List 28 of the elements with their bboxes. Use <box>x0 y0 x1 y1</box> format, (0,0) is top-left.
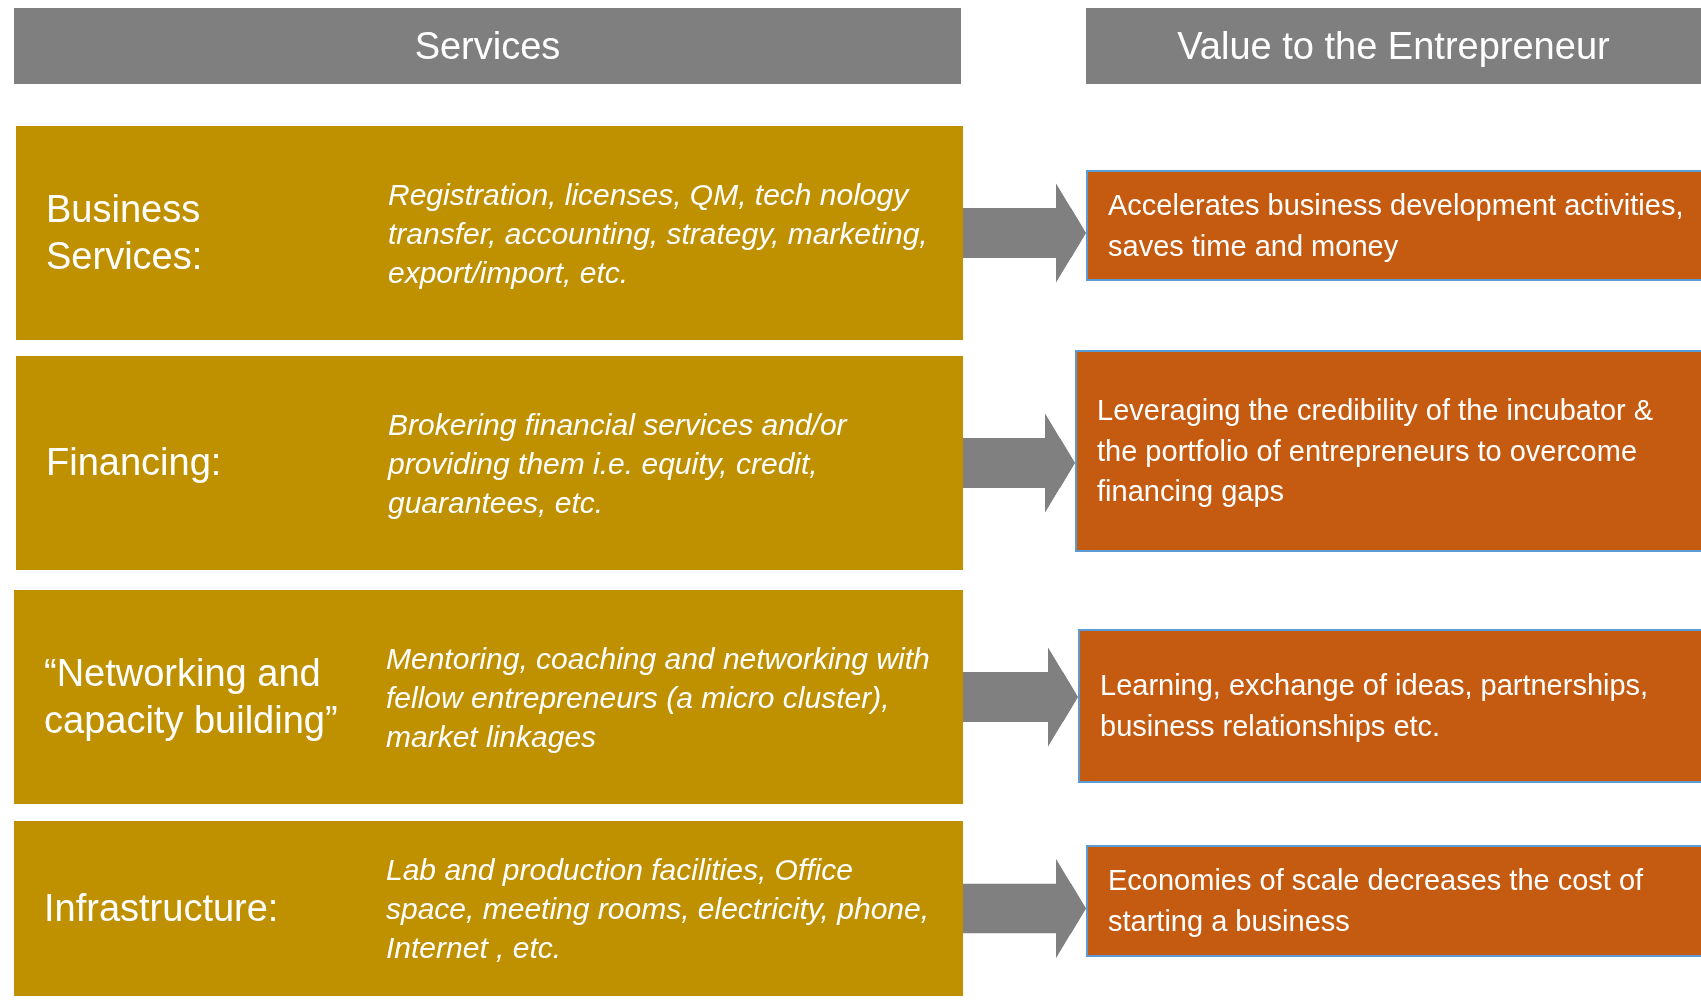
service-box <box>14 590 963 804</box>
column-header-bar <box>14 8 961 84</box>
header-title: Value to the Entrepreneur <box>1177 24 1610 68</box>
service-description: Brokering financial services and/or providing them i.e. equity, credit, guarantees, etc. <box>388 406 849 521</box>
service-box <box>16 356 963 570</box>
block-arrow <box>963 413 1075 513</box>
service-description: Registration, licenses, QM, tech nology transfer, accounting, strategy, marketing, export/import, etc. <box>388 176 929 291</box>
block-arrow <box>963 858 1086 959</box>
value-description: Accelerates business development activities, saves time and money <box>1108 187 1685 264</box>
service-description: Lab and production facilities, Office space, meeting rooms, electricity, phone, Internet , etc. <box>386 852 931 966</box>
service-title: Infrastructure: <box>44 885 280 931</box>
service-box <box>14 821 963 996</box>
value-description: Learning, exchange of ideas, partnerships, business relationships etc. <box>1100 668 1650 744</box>
block-arrow <box>963 183 1086 283</box>
value-description: Economies of scale decreases the cost of starting a business <box>1108 863 1645 939</box>
column-header-bar <box>1086 8 1701 84</box>
service-title: Financing: <box>46 440 223 486</box>
value-box <box>1086 845 1701 957</box>
value-description: Leveraging the credibility of the incubator & the portfolio of entrepreneurs to overcome financing gaps <box>1097 393 1655 510</box>
value-box <box>1086 170 1701 281</box>
value-box <box>1075 350 1701 552</box>
block-arrow <box>963 647 1078 747</box>
service-description: Mentoring, coaching and networking with fellow entrepreneurs (a micro cluster), market linkages <box>386 640 931 755</box>
service-title: “Networking and capacity building” <box>44 650 339 743</box>
service-box <box>16 126 963 340</box>
header-title: Services <box>414 24 561 68</box>
service-title: Business Services: <box>46 186 204 279</box>
value-box <box>1078 629 1701 783</box>
